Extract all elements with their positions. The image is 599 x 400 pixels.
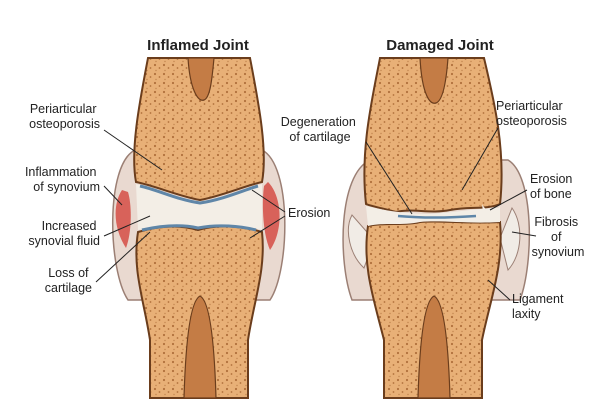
label-periarticular-osteoporosis-left: Periarticular osteoporosis	[29, 102, 100, 131]
leader-periarticular-left	[103, 129, 163, 171]
leader-degeneration	[365, 141, 413, 215]
cartilage-lower-left	[141, 224, 257, 232]
leader-inflammation	[103, 185, 123, 206]
leader-periarticular-right	[461, 127, 499, 191]
inflamed-joint-illustration	[112, 57, 286, 399]
leader-erosion-lower	[249, 215, 286, 239]
leader-fibrosis	[511, 231, 537, 237]
leader-erosion-bone	[489, 189, 528, 211]
label-degeneration-of-cartilage: Degeneration of cartilage	[281, 115, 360, 144]
narrowed-joint-space	[366, 206, 500, 226]
upper-bone-inflamed	[133, 57, 265, 202]
marrow-canal-upper-left	[187, 57, 215, 101]
damaged-joint-illustration	[342, 57, 531, 399]
inflamed-synovium-right-side	[262, 182, 280, 250]
marrow-canal-lower-left	[183, 295, 217, 399]
cartilage-upper-left	[139, 184, 259, 205]
marrow-canal-lower-right	[417, 295, 451, 399]
damaged-joint-title: Damaged Joint	[386, 37, 494, 54]
fibrotic-synovium	[348, 206, 521, 272]
degenerated-cartilage	[397, 214, 477, 219]
inflamed-joint-title: Inflamed Joint	[147, 37, 249, 54]
label-loss-of-cartilage: Loss of cartilage	[45, 266, 92, 295]
label-increased-synovial-fluid: Increased synovial fluid	[28, 219, 100, 248]
label-erosion: Erosion	[288, 206, 330, 220]
upper-bone-damaged	[363, 57, 503, 214]
label-erosion-of-bone: Erosion of bone	[530, 172, 576, 201]
label-inflammation-of-synovium: Inflammation of synovium	[25, 165, 100, 194]
leader-loss-cartilage	[95, 231, 151, 283]
leader-erosion-upper	[251, 189, 286, 213]
leader-lines	[95, 127, 537, 301]
leader-synovial-fluid	[103, 215, 151, 237]
leader-ligament	[487, 279, 511, 301]
inflamed-synovium-left-side	[115, 190, 131, 248]
label-fibrosis-of-synovium: Fibrosis of synovium	[532, 215, 585, 259]
label-ligament-laxity: Ligament laxity	[512, 292, 567, 321]
marrow-canal-upper-right	[419, 57, 449, 104]
label-periarticular-osteoporosis-right: Periarticular osteoporosis	[496, 99, 567, 128]
